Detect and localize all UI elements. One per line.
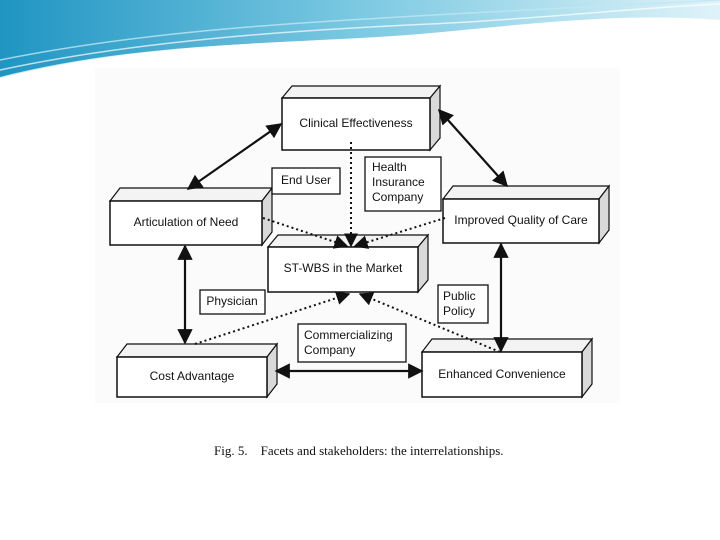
label-cost-advantage: Cost Advantage <box>150 369 235 383</box>
stakeholder-health-insurance-company: Health Insurance Company <box>364 156 442 212</box>
dotted-arrow-convenience-to-market <box>358 292 501 353</box>
label-enhanced-convenience: Enhanced Convenience <box>438 367 566 381</box>
stakeholder-physician: Physician <box>199 289 266 315</box>
dotted-arrow-quality-to-market <box>353 217 446 249</box>
label-st-wbs-in-the-market: ST-WBS in the Market <box>284 261 403 275</box>
box-clinical-effectiveness: Clinical Effectiveness <box>280 84 442 152</box>
box-improved-quality-of-care: Improved Quality of Care <box>441 184 611 245</box>
arrow-clinical-to-quality <box>437 108 509 188</box>
box-cost-advantage: Cost Advantage <box>115 342 279 399</box>
caption-text: Facets and stakeholders: the interrelati… <box>260 443 504 458</box>
label-articulation-of-need: Articulation of Need <box>134 215 239 229</box>
figure-panel: Clinical Effectiveness Articulation of N… <box>95 68 620 403</box>
label-health: Health <box>372 160 407 174</box>
caption-number: Fig. 5. <box>214 443 248 458</box>
facets-diagram: Clinical Effectiveness Articulation of N… <box>108 84 611 399</box>
stakeholder-public-policy: Public Policy <box>437 284 489 324</box>
stakeholder-end-user: End User <box>271 167 341 195</box>
arrow-clinical-to-articulation <box>186 123 283 190</box>
label-commercializing: Commercializing <box>304 328 393 342</box>
stakeholder-commercializing-company: Commercializing Company <box>297 323 407 363</box>
label-policy: Policy <box>443 304 475 318</box>
box-articulation-of-need: Articulation of Need <box>108 186 274 247</box>
label-company-2: Company <box>304 343 355 357</box>
label-public: Public <box>443 289 476 303</box>
label-insurance: Insurance <box>372 175 425 189</box>
figure-caption: Fig. 5. Facets and stakeholders: the int… <box>214 443 504 459</box>
label-clinical-effectiveness: Clinical Effectiveness <box>299 116 412 130</box>
label-end-user: End User <box>281 173 331 187</box>
dotted-arrow-cost-to-market <box>194 291 351 345</box>
label-company: Company <box>372 190 423 204</box>
label-physician: Physician <box>206 294 257 308</box>
box-enhanced-convenience: Enhanced Convenience <box>420 337 594 399</box>
box-st-wbs-in-the-market: ST-WBS in the Market <box>266 233 430 294</box>
label-improved-quality-of-care: Improved Quality of Care <box>454 213 588 227</box>
